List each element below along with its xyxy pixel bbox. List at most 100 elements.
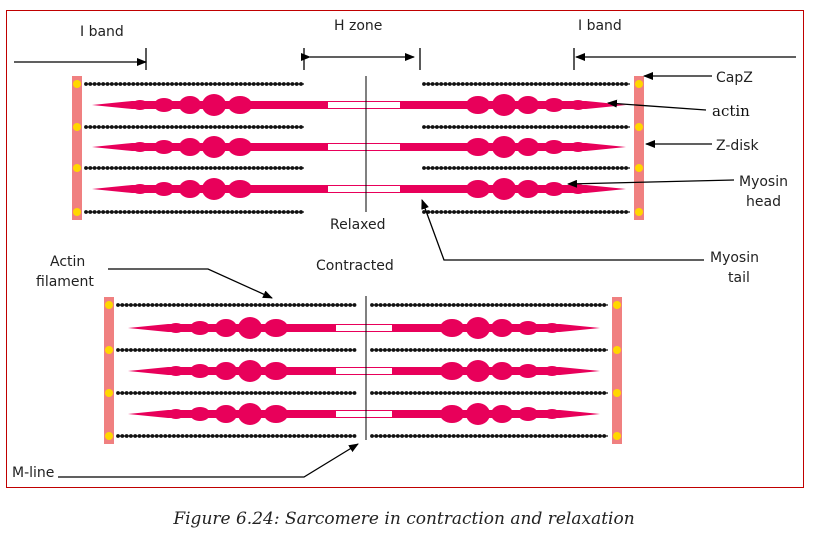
actin-bead bbox=[550, 391, 555, 395]
actin-bead bbox=[499, 391, 503, 395]
actin-bead bbox=[512, 125, 517, 129]
actin-bead bbox=[593, 391, 598, 395]
actin-bead bbox=[426, 303, 430, 307]
actin-bead bbox=[118, 166, 123, 170]
actin-bead bbox=[404, 434, 409, 438]
actin-bead bbox=[538, 125, 542, 129]
actin-bead bbox=[533, 125, 538, 129]
actin-bead bbox=[294, 210, 299, 214]
actin-bead bbox=[580, 391, 585, 395]
actin-bead bbox=[144, 125, 149, 129]
actin-bead bbox=[178, 82, 183, 86]
actin-bead bbox=[195, 210, 200, 214]
myosin-head bbox=[544, 140, 564, 154]
actin-bead bbox=[391, 303, 396, 307]
actin-bead bbox=[572, 303, 576, 307]
actin-filament bbox=[84, 125, 304, 129]
actin-bead bbox=[494, 434, 499, 438]
actin-bead bbox=[490, 82, 495, 86]
actin-bead bbox=[486, 303, 490, 307]
actin-bead bbox=[529, 82, 534, 86]
actin-bead bbox=[529, 303, 533, 307]
capz-cap bbox=[105, 301, 113, 309]
actin-bead bbox=[290, 166, 295, 170]
actin-bead bbox=[460, 391, 465, 395]
actin-bead bbox=[533, 348, 538, 352]
actin-bead bbox=[144, 166, 149, 170]
actin-bead bbox=[230, 125, 235, 129]
actin-bead bbox=[148, 82, 153, 86]
actin-bead bbox=[469, 166, 474, 170]
actin-bead bbox=[270, 434, 275, 438]
actin-bead bbox=[473, 166, 478, 170]
actin-bead bbox=[84, 210, 88, 214]
actin-bead bbox=[292, 348, 297, 352]
actin-bead bbox=[602, 348, 607, 352]
actin-bead bbox=[589, 82, 594, 86]
actin-bead bbox=[292, 391, 297, 395]
actin-bead bbox=[131, 125, 136, 129]
actin-bead bbox=[465, 166, 469, 170]
actin-bead bbox=[318, 434, 322, 438]
actin-bead bbox=[92, 210, 97, 214]
actin-bead bbox=[559, 391, 564, 395]
actin-bead bbox=[512, 210, 517, 214]
actin-bead bbox=[202, 391, 206, 395]
actin-bead bbox=[219, 391, 224, 395]
actin-bead bbox=[572, 125, 577, 129]
actin-bead bbox=[167, 434, 172, 438]
actin-bead bbox=[219, 434, 224, 438]
actin-bead bbox=[266, 391, 271, 395]
actin-bead bbox=[215, 348, 219, 352]
actin-bead bbox=[163, 391, 168, 395]
actin-bead bbox=[443, 166, 448, 170]
actin-bead bbox=[490, 303, 495, 307]
actin-bead bbox=[460, 303, 465, 307]
actin-bead bbox=[542, 391, 546, 395]
actin-bead bbox=[607, 210, 611, 214]
myosin-head bbox=[544, 98, 564, 112]
actin-bead bbox=[447, 391, 452, 395]
actin-bead bbox=[567, 391, 572, 395]
actin-bead bbox=[555, 210, 560, 214]
actin-bead bbox=[516, 303, 521, 307]
actin-bead bbox=[191, 125, 196, 129]
actin-bead bbox=[204, 125, 209, 129]
actin-bead bbox=[137, 348, 142, 352]
actin-bead bbox=[478, 82, 482, 86]
actin-bead bbox=[281, 166, 286, 170]
actin-bead bbox=[286, 166, 290, 170]
actin-bead bbox=[348, 434, 353, 438]
actin-label: actin bbox=[712, 102, 750, 120]
actin-bead bbox=[503, 391, 508, 395]
actin-bead bbox=[619, 125, 624, 129]
actin-bead bbox=[279, 434, 284, 438]
actin-bead bbox=[187, 166, 192, 170]
actin-bead bbox=[542, 434, 546, 438]
actin-bead bbox=[249, 348, 254, 352]
actin-bead bbox=[383, 348, 387, 352]
actin-bead bbox=[503, 166, 508, 170]
actin-bead bbox=[559, 210, 564, 214]
actin-bead bbox=[195, 125, 200, 129]
actin-bead bbox=[141, 348, 146, 352]
actin-bead bbox=[227, 348, 232, 352]
actin-bead bbox=[269, 82, 273, 86]
actin-bead bbox=[189, 303, 194, 307]
capz-cap bbox=[635, 164, 643, 172]
actin-bead bbox=[567, 434, 572, 438]
actin-bead bbox=[331, 303, 335, 307]
actin-bead bbox=[322, 303, 327, 307]
actin-bead bbox=[516, 434, 521, 438]
actin-bead bbox=[176, 348, 181, 352]
actin-bead bbox=[204, 82, 209, 86]
actin-bead bbox=[404, 391, 409, 395]
actin-bead bbox=[183, 125, 187, 129]
actin-bead bbox=[197, 303, 202, 307]
capz-cap bbox=[105, 432, 113, 440]
actin-bead bbox=[413, 348, 417, 352]
actin-bead bbox=[165, 210, 170, 214]
actin-bead bbox=[294, 125, 299, 129]
actin-bead bbox=[294, 166, 299, 170]
actin-bead bbox=[585, 303, 589, 307]
